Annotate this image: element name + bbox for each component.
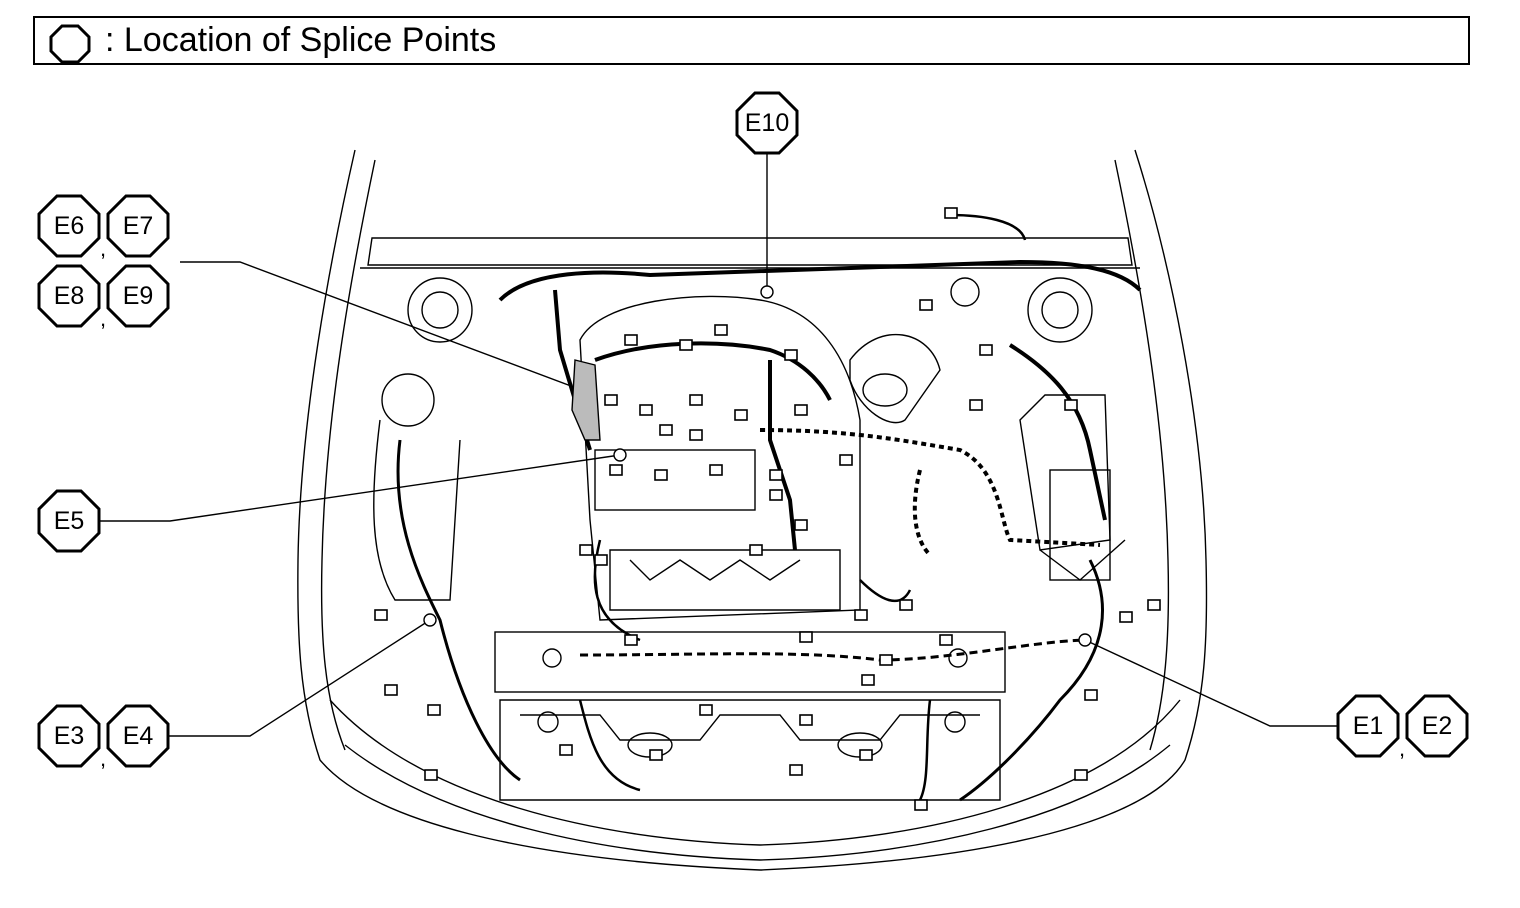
connectors: [374, 207, 1161, 811]
splice-point-e8: E8: [37, 264, 101, 328]
svg-text:E5: E5: [54, 507, 85, 535]
svg-text:E2: E2: [1422, 712, 1453, 740]
leader-lines: [98, 150, 1338, 737]
svg-text:E8: E8: [54, 282, 85, 310]
splice-point-e3: E3: [37, 704, 101, 768]
comma-separator: ,: [100, 306, 106, 331]
splice-point-e1: E1: [1336, 694, 1400, 758]
splice-markers: [423, 285, 1092, 647]
svg-text:E3: E3: [54, 722, 85, 750]
svg-text:E6: E6: [54, 212, 85, 240]
splice-point-e6: E6: [37, 194, 101, 258]
splice-point-e4: E4: [106, 704, 170, 768]
svg-text:E10: E10: [745, 109, 789, 137]
splice-point-e2: E2: [1405, 694, 1469, 758]
svg-text:E9: E9: [123, 282, 154, 310]
legend-text: : Location of Splice Points: [105, 21, 497, 59]
splice-point-e10: E10: [735, 91, 799, 155]
svg-text:E7: E7: [123, 212, 154, 240]
splice-point-e9: E9: [106, 264, 170, 328]
splice-point-e5: E5: [37, 489, 101, 553]
comma-separator: ,: [100, 746, 106, 771]
octagon-icon: [49, 24, 91, 64]
svg-text:E4: E4: [123, 722, 154, 750]
comma-separator: ,: [100, 236, 106, 261]
comma-separator: ,: [1399, 736, 1405, 761]
legend-box: : Location of Splice Points: [33, 16, 1470, 65]
splice-point-e7: E7: [106, 194, 170, 258]
car-body-outline: [297, 149, 1208, 871]
svg-text:E1: E1: [1353, 712, 1384, 740]
wire-harness: [396, 213, 1142, 802]
